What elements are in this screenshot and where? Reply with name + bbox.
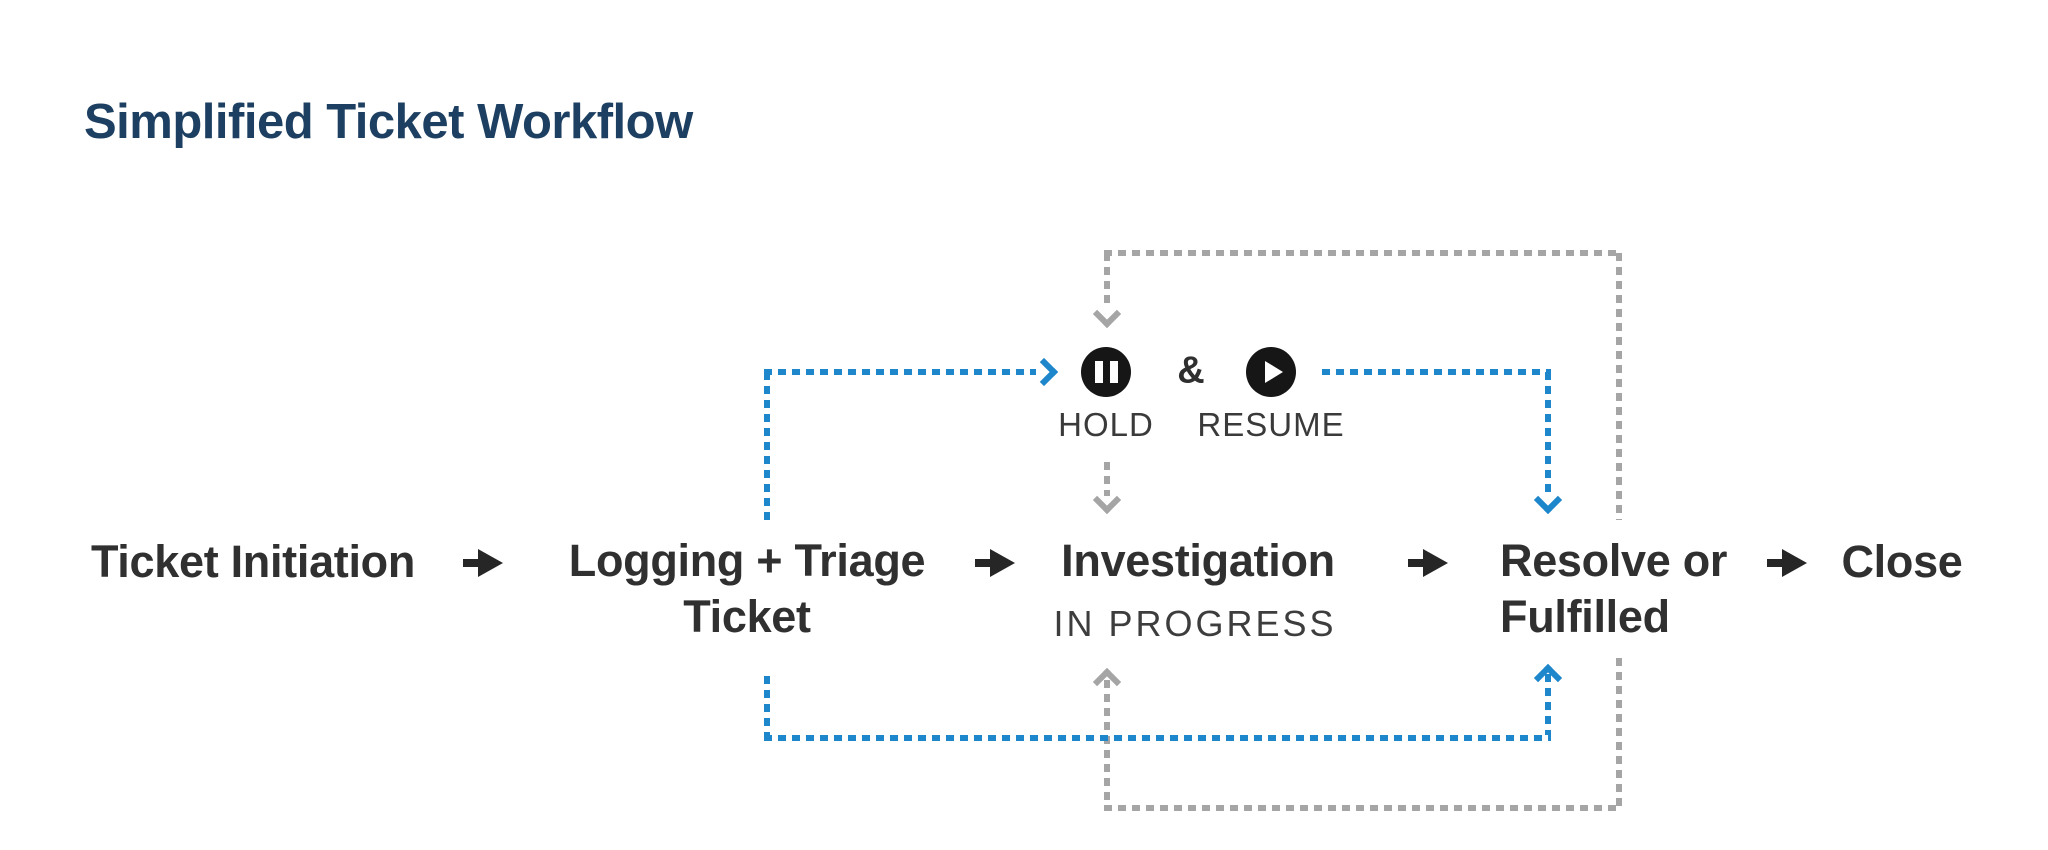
- connector-resume-to-resolve-drop: [1545, 372, 1551, 492]
- resume-button: [1246, 347, 1296, 397]
- resume-label: RESUME: [1197, 406, 1345, 443]
- connector-resolve-to-investigation-bottom: [1104, 805, 1622, 811]
- node-investigation-status: IN PROGRESS: [1053, 603, 1337, 644]
- arrowhead-into-hold: [1092, 299, 1122, 329]
- arrowhead-into-resolve-bottom: [1533, 663, 1563, 693]
- flow-arrow-icon: [1408, 549, 1448, 577]
- connector-logging-to-hold: [764, 369, 1036, 375]
- arrowhead-into-investigation-top: [1092, 485, 1122, 515]
- node-close: Close: [1841, 536, 1963, 587]
- flow-arrow-icon: [1767, 549, 1807, 577]
- connector-resolve-to-hold-drop: [1104, 253, 1110, 309]
- connector-hold-to-investigation: [1104, 462, 1110, 496]
- flow-arrow-icon: [975, 549, 1015, 577]
- hold-button: [1081, 347, 1131, 397]
- connector-resume-to-resolve: [1322, 369, 1551, 375]
- flow-arrow-icon: [463, 549, 503, 577]
- page-title: Simplified Ticket Workflow: [84, 95, 693, 149]
- node-resolve-line1: Resolve or: [1500, 535, 1728, 586]
- node-ticket-initiation: Ticket Initiation: [90, 536, 416, 587]
- connector-logging-to-hold-rise: [764, 372, 770, 520]
- arrowhead-into-resolve-top: [1533, 485, 1563, 515]
- arrowhead-into-hold-left: [1029, 357, 1059, 387]
- connector-resolve-to-investigation-right: [1616, 658, 1622, 808]
- connector-logging-to-resolve-rise: [1545, 674, 1551, 735]
- node-logging-triage-line1: Logging + Triage: [568, 535, 926, 586]
- connector-resolve-to-hold-right: [1616, 253, 1622, 520]
- connector-logging-to-resolve-drop: [764, 676, 770, 738]
- hold-resume-separator: &: [1177, 349, 1205, 392]
- node-resolve-line2: Fulfilled: [1500, 591, 1670, 642]
- connector-logging-to-resolve-bottom: [764, 735, 1551, 741]
- connector-resolve-to-investigation-rise: [1104, 680, 1110, 805]
- pause-icon: [1094, 361, 1118, 383]
- play-icon: [1264, 361, 1283, 383]
- node-logging-triage-line2: Ticket: [683, 591, 811, 642]
- connector-resolve-to-hold-top: [1104, 250, 1622, 256]
- hold-label: HOLD: [1058, 406, 1154, 443]
- node-investigation: Investigation: [1061, 535, 1335, 586]
- arrowhead-into-investigation-bottom: [1092, 667, 1122, 697]
